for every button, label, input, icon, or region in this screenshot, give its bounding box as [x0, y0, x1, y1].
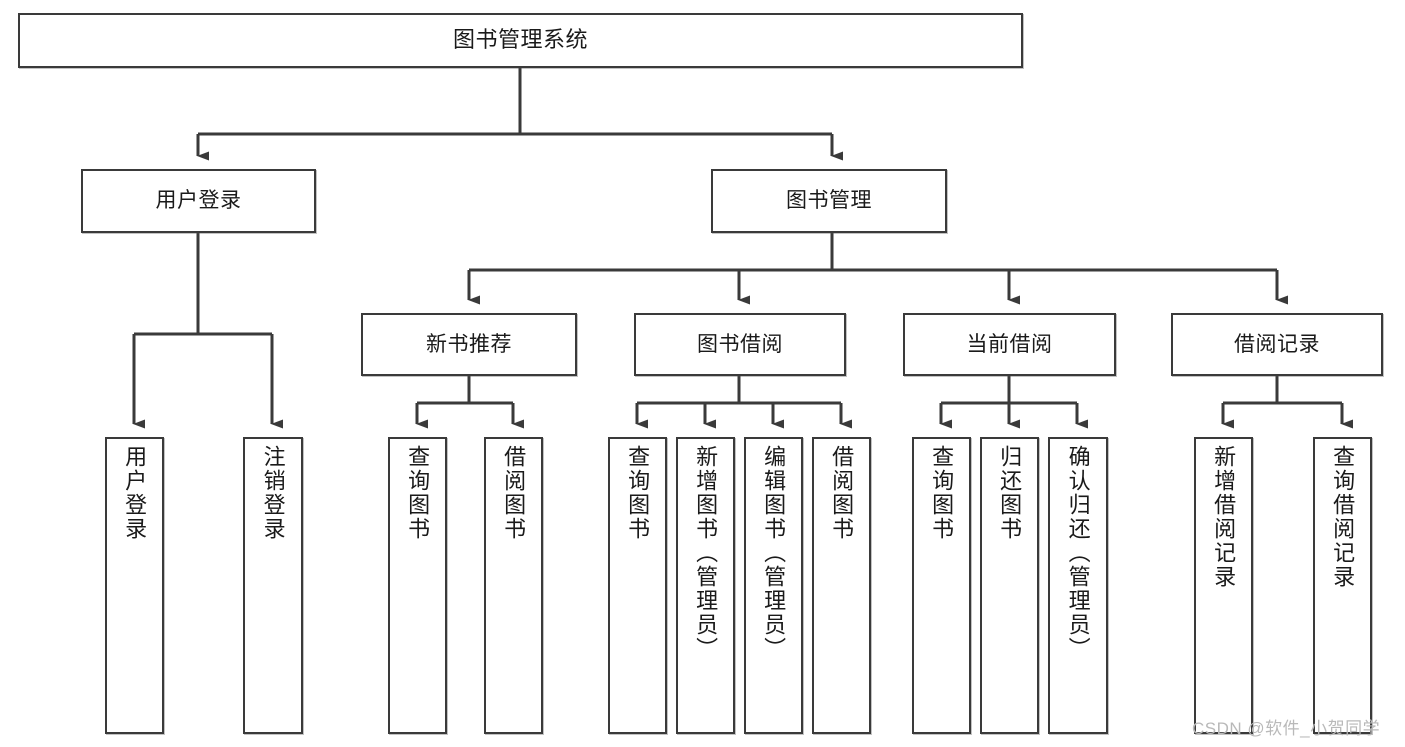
node-label: 用户登录	[122, 445, 148, 541]
leaf-borrow-book-borrow-book[interactable]: 借阅图书	[812, 437, 871, 734]
node-label: 图书管理系统	[452, 27, 588, 53]
leaf-new-book-query-book[interactable]: 查询图书	[388, 437, 447, 734]
node-label: 新增图书（管理员）	[693, 445, 719, 661]
node-label: 归还图书	[997, 445, 1023, 541]
node-label: 图书管理	[786, 189, 872, 213]
node-label: 确认归还（管理员）	[1065, 445, 1091, 661]
leaf-current-borrow-confirm-return-admin[interactable]: 确认归还（管理员）	[1048, 437, 1108, 734]
leaf-user-login-login[interactable]: 用户登录	[105, 437, 164, 734]
node-label: 编辑图书（管理员）	[761, 445, 787, 661]
node-label: 查询图书	[405, 445, 431, 541]
leaf-borrow-book-edit-book-admin[interactable]: 编辑图书（管理员）	[744, 437, 803, 734]
node-label: 借阅记录	[1234, 332, 1320, 356]
node-label: 查询图书	[929, 445, 955, 541]
leaf-borrow-book-add-book-admin[interactable]: 新增图书（管理员）	[676, 437, 735, 734]
node-label: 新书推荐	[426, 332, 512, 356]
node-new-book-recommend[interactable]: 新书推荐	[361, 313, 577, 376]
leaf-borrow-record-add-record[interactable]: 新增借阅记录	[1194, 437, 1253, 734]
node-label: 新增借阅记录	[1211, 445, 1237, 589]
leaf-current-borrow-return-book[interactable]: 归还图书	[980, 437, 1039, 734]
node-book-borrow[interactable]: 图书借阅	[634, 313, 846, 376]
node-label: 查询图书	[625, 445, 651, 541]
node-label: 图书借阅	[697, 332, 783, 356]
node-borrow-record[interactable]: 借阅记录	[1171, 313, 1383, 376]
node-label: 注销登录	[260, 445, 286, 541]
node-label: 用户登录	[155, 189, 242, 213]
node-label: 借阅图书	[501, 445, 527, 541]
leaf-borrow-book-query-book[interactable]: 查询图书	[608, 437, 667, 734]
leaf-borrow-record-query-record[interactable]: 查询借阅记录	[1313, 437, 1372, 734]
node-book-management[interactable]: 图书管理	[711, 169, 947, 233]
leaf-user-login-logout[interactable]: 注销登录	[243, 437, 303, 734]
node-label: 当前借阅	[966, 332, 1053, 356]
node-root-library-system[interactable]: 图书管理系统	[18, 13, 1023, 68]
node-current-borrow[interactable]: 当前借阅	[903, 313, 1116, 376]
node-user-login[interactable]: 用户登录	[81, 169, 316, 233]
leaf-current-borrow-query-book[interactable]: 查询图书	[912, 437, 971, 734]
node-label: 借阅图书	[829, 445, 855, 541]
node-label: 查询借阅记录	[1330, 445, 1356, 589]
csdn-watermark: CSDN @软件_小贺同学	[1192, 719, 1381, 738]
leaf-new-book-borrow-book[interactable]: 借阅图书	[484, 437, 543, 734]
